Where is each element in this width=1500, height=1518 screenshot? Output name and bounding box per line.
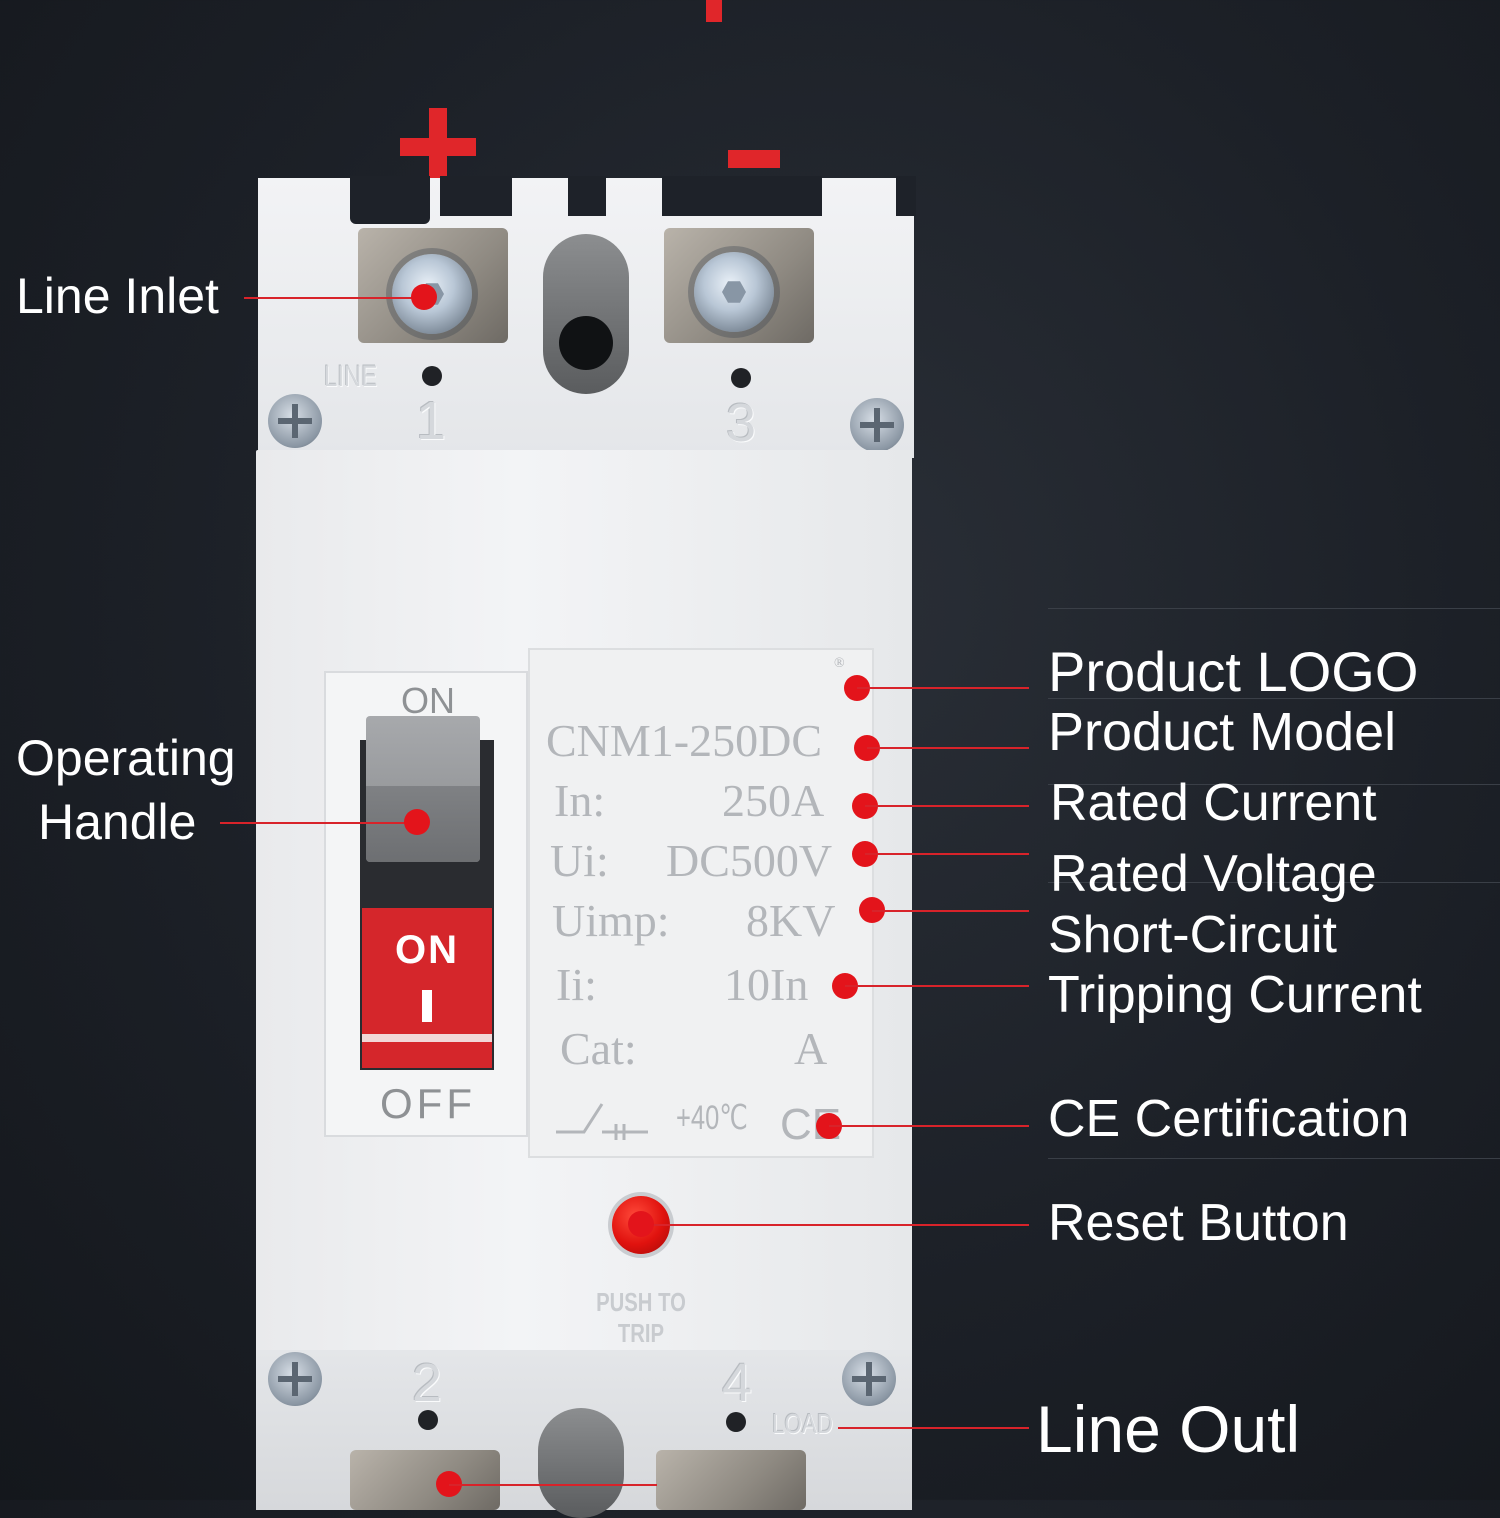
label-line-outlet: Line Outl — [1036, 1392, 1301, 1466]
label-product-model: Product Model — [1048, 702, 1397, 762]
leader-product-logo — [857, 687, 1029, 689]
leader-rated-current — [865, 805, 1029, 807]
top-notch — [440, 176, 512, 216]
plate-row-value: DC500V — [666, 835, 833, 886]
operating-handle[interactable] — [366, 716, 480, 862]
label-operating-handle-1: Operating — [16, 730, 236, 786]
plate-row-value: A — [794, 1023, 828, 1074]
separator-line — [1048, 784, 1500, 785]
center-slot-top — [543, 234, 629, 394]
plate-row-key: Cat: — [560, 1023, 637, 1074]
plate-model: CNM1-250DC — [546, 715, 823, 766]
label-ce-certification: CE Certification — [1048, 1090, 1410, 1148]
plate-row-key: Uimp: — [552, 895, 670, 946]
plate-row-key: Ui: — [550, 835, 609, 886]
plate-row-key: In: — [554, 775, 606, 826]
separator-line — [1048, 698, 1500, 699]
label-short-circuit-1: Short-Circuit — [1048, 906, 1337, 964]
leader-rated-voltage — [865, 853, 1029, 855]
top-notch — [568, 176, 606, 216]
line-embossed-text: LINE — [324, 360, 378, 393]
terminal-number-3: 3 — [726, 393, 757, 453]
separator-line — [1048, 1158, 1500, 1159]
leader-line-outlet-lower — [449, 1484, 657, 1486]
terminal-block-bottom-left — [350, 1450, 500, 1510]
top-notch — [350, 176, 430, 224]
label-operating-handle-2: Handle — [38, 794, 197, 850]
separator-line — [1048, 608, 1500, 609]
switch-symbol-icon — [556, 1103, 648, 1140]
mounting-screw-icon — [268, 394, 322, 448]
load-embossed-text: LOAD — [772, 1408, 833, 1439]
terminal-number-1: 1 — [416, 391, 447, 451]
label-line-inlet: Line Inlet — [16, 268, 219, 324]
on-flag-symbol — [422, 990, 432, 1022]
terminal-block-bottom-right — [656, 1450, 806, 1510]
indicator-dot — [422, 366, 442, 386]
marker-reset-button — [628, 1211, 654, 1237]
center-slot-bottom — [538, 1408, 624, 1518]
leader-operating-handle — [220, 822, 417, 824]
leader-short-circuit — [845, 985, 1029, 987]
plate-row-key: Ii: — [556, 959, 597, 1010]
leader-line-inlet — [244, 297, 424, 299]
marker-line-inlet — [411, 284, 437, 310]
indicator-dot — [418, 1410, 438, 1430]
on-indicator-flag — [362, 908, 492, 1068]
plate-row-value: 250A — [722, 775, 825, 826]
mounting-screw-icon — [850, 398, 904, 452]
label-rated-current: Rated Current — [1050, 774, 1377, 832]
leader-product-model — [867, 747, 1029, 749]
mounting-screw-icon — [268, 1352, 322, 1406]
plate-row-value: 10In — [724, 959, 809, 1010]
leader-reset-button — [641, 1224, 1029, 1226]
top-edge-mark — [706, 0, 722, 22]
leader-ce-certification — [829, 1125, 1029, 1127]
leader-uimp — [872, 910, 1029, 912]
indicator-dot — [726, 1412, 746, 1432]
top-notch — [896, 176, 916, 216]
marker-operating-handle — [404, 809, 430, 835]
terminal-number-2: 2 — [412, 1353, 443, 1413]
leader-line-outlet — [838, 1427, 1029, 1429]
logo-mark: ® — [834, 656, 845, 671]
handle-off-label: OFF — [380, 1080, 476, 1127]
label-product-logo: Product LOGO — [1048, 640, 1419, 703]
negative-sign — [728, 150, 780, 168]
handle-on-label: ON — [401, 680, 455, 721]
label-rated-voltage: Rated Voltage — [1050, 845, 1377, 903]
plate-row-value: 8KV — [746, 895, 836, 946]
terminal-number-4: 4 — [722, 1353, 753, 1413]
mounting-screw-icon — [842, 1352, 896, 1406]
push-to-trip-label: PUSH TO TRIP — [596, 1287, 686, 1348]
indicator-dot — [731, 368, 751, 388]
rating-plate — [528, 648, 874, 1158]
center-slot-hole — [559, 316, 613, 370]
label-reset-button: Reset Button — [1048, 1194, 1349, 1252]
separator-line — [1048, 882, 1500, 883]
on-flag-text: ON — [395, 928, 459, 972]
plate-temperature: +40℃ — [676, 1099, 748, 1137]
label-short-circuit-2: Tripping Current — [1048, 966, 1422, 1024]
terminal-screw-right — [694, 252, 774, 332]
top-notch — [662, 176, 822, 216]
